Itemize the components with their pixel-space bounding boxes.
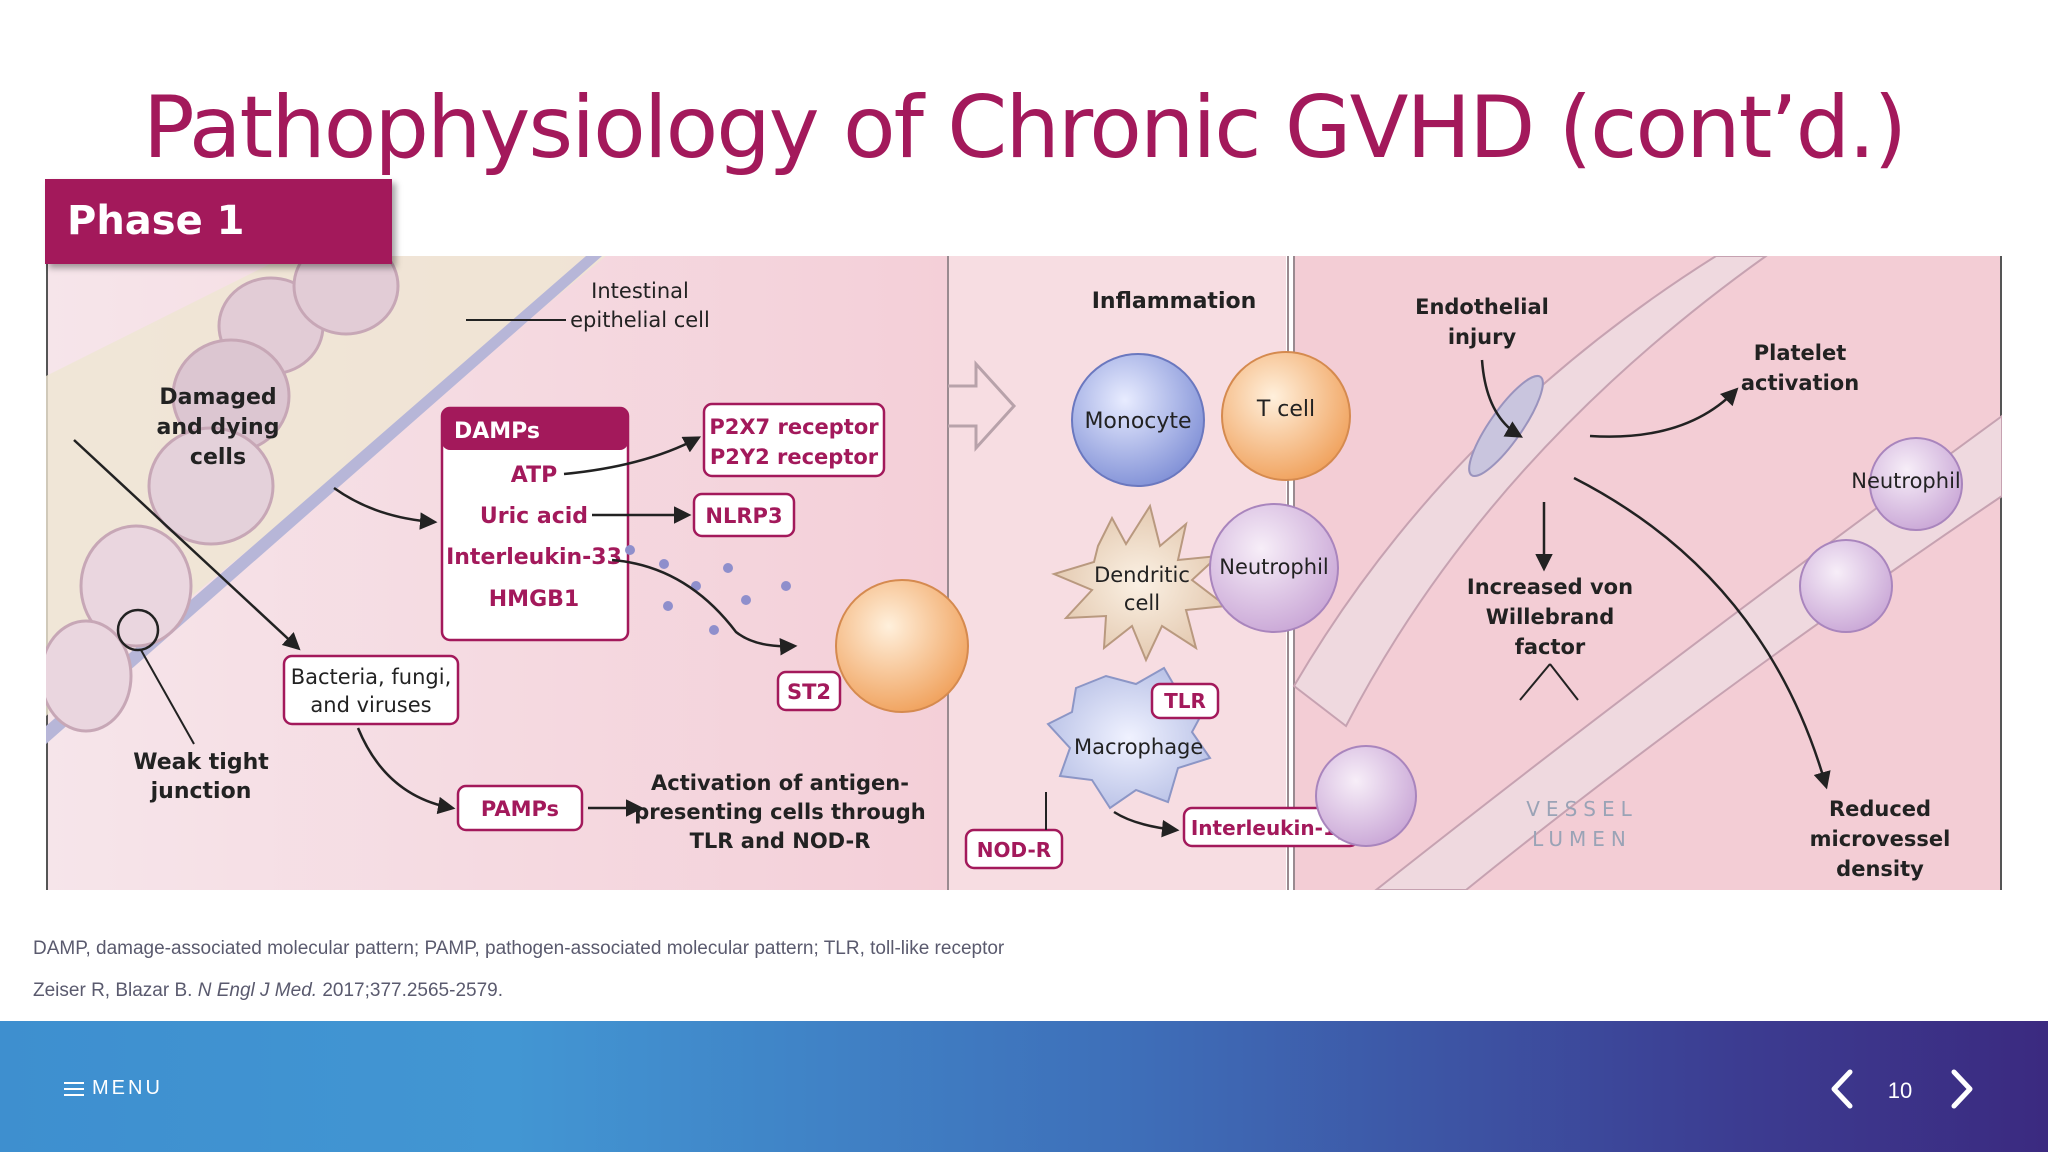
p2y2-receptor: P2Y2 receptor [710,445,879,469]
damps-header: DAMPs [454,419,540,444]
damp-hmgb1: HMGB1 [489,587,579,612]
reduced-density-label: Reduced [1829,797,1931,821]
next-slide-button[interactable] [1942,1066,1982,1112]
svg-text:activation: activation [1741,371,1859,395]
pathophysiology-figure: Intestinal epithelial cell Damaged and d… [46,256,2002,890]
svg-text:TLR and NOD-R: TLR and NOD-R [690,829,871,853]
reference-authors: Zeiser R, Blazar B. [33,980,193,1001]
damp-uric-acid: Uric acid [480,504,588,529]
neutrophil-cell-c [1869,437,1963,531]
damaged-cells-label: Damaged [159,385,276,410]
svg-text:NLRP3: NLRP3 [705,504,782,528]
transition-arrow [948,360,1017,452]
antigen-presenting-cell [835,579,969,713]
svg-text:Dendritic: Dendritic [1094,563,1190,587]
abbreviations-caption: DAMP, damage-associated molecular patter… [33,938,1005,959]
platelet-activation-label: Platelet [1754,341,1847,365]
svg-text:TLR: TLR [1164,689,1206,713]
svg-text:junction: junction [150,779,252,804]
svg-text:cells: cells [190,445,246,470]
activation-label: Activation of antigen- [651,771,909,795]
svg-text:and viruses: and viruses [310,693,431,717]
svg-text:density: density [1836,857,1924,881]
t-cell [1221,351,1351,481]
svg-text:presenting cells through: presenting cells through [634,800,925,824]
chevron-right-icon [1951,1069,1973,1109]
svg-text:and dying: and dying [157,415,280,440]
svg-text:cell: cell [1124,591,1160,615]
weak-junction-label: Weak tight [133,750,269,775]
st2-box: ST2 [776,670,842,712]
p2-receptor-box: P2X7 receptor P2Y2 receptor [702,402,886,478]
svg-text:Monocyte: Monocyte [1084,409,1191,434]
tlr-box: TLR [1150,682,1220,720]
epithelial-layer [46,256,606,744]
reference-details: 2017;377.2565-2579. [322,980,503,1001]
neutrophil-cell-b [1209,503,1339,633]
svg-text:LUMEN: LUMEN [1532,827,1632,851]
page-number: 10 [1887,1078,1913,1103]
svg-text:epithelial cell: epithelial cell [570,308,710,332]
svg-text:factor: factor [1515,635,1586,659]
slide-title: Pathophysiology of Chronic GVHD (cont’d.… [142,78,1907,178]
monocyte-cell [1071,353,1205,487]
svg-text:Neutrophil: Neutrophil [1851,469,1961,493]
p2x7-receptor: P2X7 receptor [709,415,879,439]
svg-text:T cell: T cell [1256,397,1315,422]
svg-text:injury: injury [1448,325,1517,349]
chevron-left-icon [1831,1069,1853,1109]
vessel-lumen-label: VESSEL [1526,797,1638,821]
vwf-label: Increased von [1467,575,1633,599]
svg-text:microvessel: microvessel [1810,827,1951,851]
damp-atp: ATP [511,463,557,488]
nod-r-box: NOD-R [964,828,1064,870]
dendritic-cell [1051,503,1229,663]
menu-label: MENU [92,1077,163,1099]
intestinal-label: Intestinal [591,279,689,303]
nlrp3-box: NLRP3 [692,492,796,538]
svg-text:Bacteria, fungi,: Bacteria, fungi, [291,665,452,689]
hamburger-icon [64,1081,84,1096]
svg-text:Neutrophil: Neutrophil [1219,555,1329,579]
pamps-box: PAMPs [456,784,584,832]
inflammation-label: Inflammation [1092,289,1257,314]
endothelial-injury-label: Endothelial [1415,295,1549,319]
svg-text:Willebrand: Willebrand [1486,605,1615,629]
footer-bar [0,1021,2048,1152]
svg-text:PAMPs: PAMPs [481,797,559,821]
svg-text:ST2: ST2 [787,680,831,704]
svg-text:NOD-R: NOD-R [977,838,1051,862]
bacteria-box: Bacteria, fungi, and viruses [282,654,460,726]
phase-label: Phase 1 [45,179,392,264]
damps-box: DAMPs ATP Uric acid Interleukin-33 HMGB1 [440,406,630,642]
reference-journal: N Engl J Med. [197,980,318,1001]
menu-button[interactable]: MENU [64,1077,163,1100]
svg-text:Macrophage: Macrophage [1074,735,1203,759]
previous-slide-button[interactable] [1822,1066,1862,1112]
reference-caption: Zeiser R, Blazar B. N Engl J Med. 2017;3… [33,980,503,1002]
damp-il33: Interleukin-33 [446,545,622,570]
